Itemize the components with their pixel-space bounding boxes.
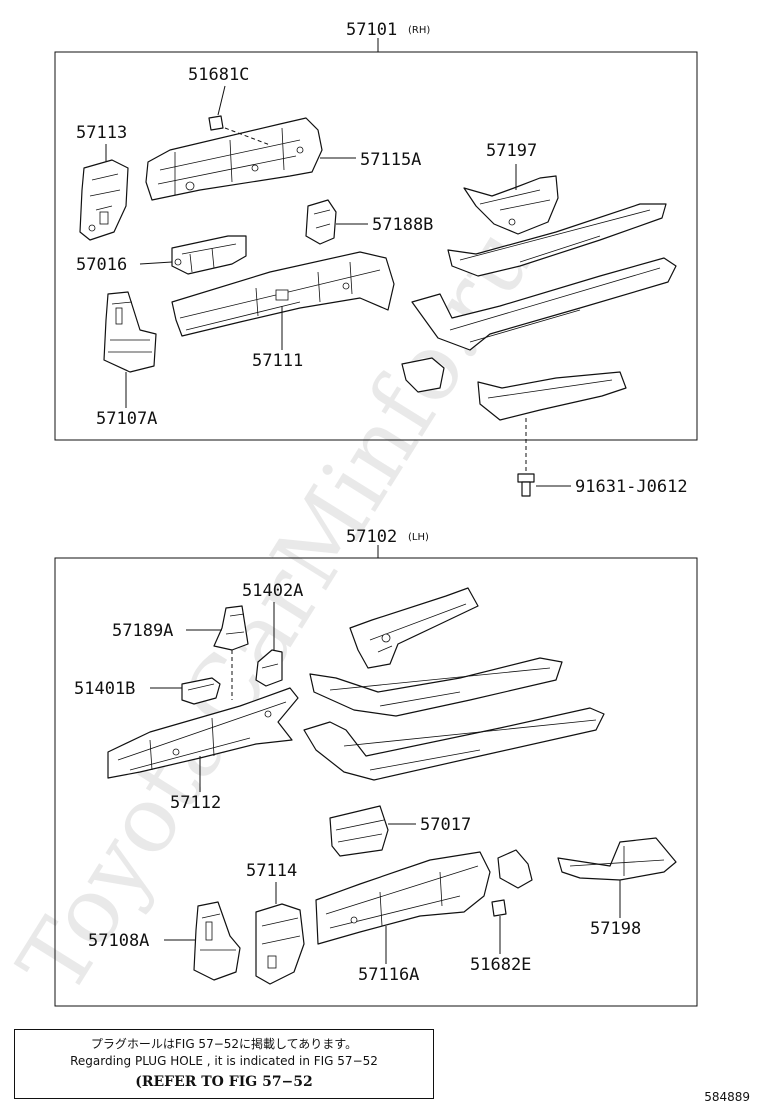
label-57116a: 57116A — [358, 965, 419, 985]
label-51401b: 51401B — [74, 679, 135, 699]
label-57111: 57111 — [252, 351, 303, 371]
label-57112: 57112 — [170, 793, 221, 813]
part-57017[interactable] — [329, 805, 389, 857]
upper-rear-piece — [477, 371, 627, 421]
part-57116a[interactable] — [315, 851, 491, 945]
diagram-id: 584889 — [704, 1090, 750, 1104]
label-57198: 57198 — [590, 919, 641, 939]
assembly-number-upper: 57101 — [346, 20, 397, 40]
part-57197[interactable] — [463, 175, 559, 235]
part-57016[interactable] — [171, 235, 247, 275]
label-57113: 57113 — [76, 123, 127, 143]
part-51401b[interactable] — [181, 677, 221, 705]
note-line-japanese: プラグホールはFIG 57−52に掲載してあります。 — [90, 1037, 358, 1051]
note-line-english: Regarding PLUG HOLE , it is indicated in… — [70, 1054, 378, 1068]
lower-upper-member — [349, 587, 479, 669]
label-57114: 57114 — [246, 861, 297, 881]
part-57114[interactable] — [255, 903, 305, 985]
assembly-side-lower: (LH) — [408, 532, 429, 543]
upper-assembly-frame — [54, 51, 698, 441]
label-57016: 57016 — [76, 255, 127, 275]
part-57112[interactable] — [107, 687, 299, 779]
label-51682e: 51682E — [470, 955, 531, 975]
label-57107a: 57107A — [96, 409, 157, 429]
part-51682e[interactable] — [491, 899, 507, 917]
part-91631-j0612[interactable] — [517, 473, 535, 497]
label-57017: 57017 — [420, 815, 471, 835]
leader-51681c — [217, 85, 226, 116]
upper-small-bracket — [401, 357, 445, 393]
dash-51681c — [224, 127, 271, 146]
part-57115a[interactable] — [145, 117, 323, 201]
upper-long-member — [447, 203, 667, 277]
label-57188b: 57188B — [372, 215, 433, 235]
plug-hole-note: プラグホールはFIG 57−52に掲載してあります。 Regarding PLU… — [14, 1029, 434, 1099]
label-57189a: 57189A — [112, 621, 173, 641]
label-91631-j0612: 91631-J0612 — [575, 477, 688, 497]
leader-57016 — [139, 261, 173, 265]
lower-long-member — [309, 657, 563, 717]
part-57188b[interactable] — [305, 199, 337, 245]
part-57113[interactable] — [79, 159, 129, 241]
label-57108a: 57108A — [88, 931, 149, 951]
part-51681c[interactable] — [208, 115, 224, 131]
lower-assembly-frame — [54, 557, 698, 1007]
label-51681c: 51681C — [188, 65, 249, 85]
note-refer-fig: (REFER TO FIG 57−52 — [135, 1074, 313, 1090]
part-57108a[interactable] — [193, 901, 241, 981]
label-51402a: 51402A — [242, 581, 303, 601]
label-57115a: 57115A — [360, 150, 421, 170]
assembly-number-lower: 57102 — [346, 527, 397, 547]
lower-small-bracket — [497, 849, 533, 889]
assembly-side-upper: (RH) — [408, 25, 430, 36]
part-57198[interactable] — [557, 837, 677, 881]
part-57111[interactable] — [171, 251, 395, 337]
part-51402a[interactable] — [255, 649, 283, 687]
lower-side-sill — [303, 707, 605, 781]
part-57107a[interactable] — [103, 291, 157, 373]
label-57197: 57197 — [486, 141, 537, 161]
upper-side-sill — [411, 257, 677, 351]
